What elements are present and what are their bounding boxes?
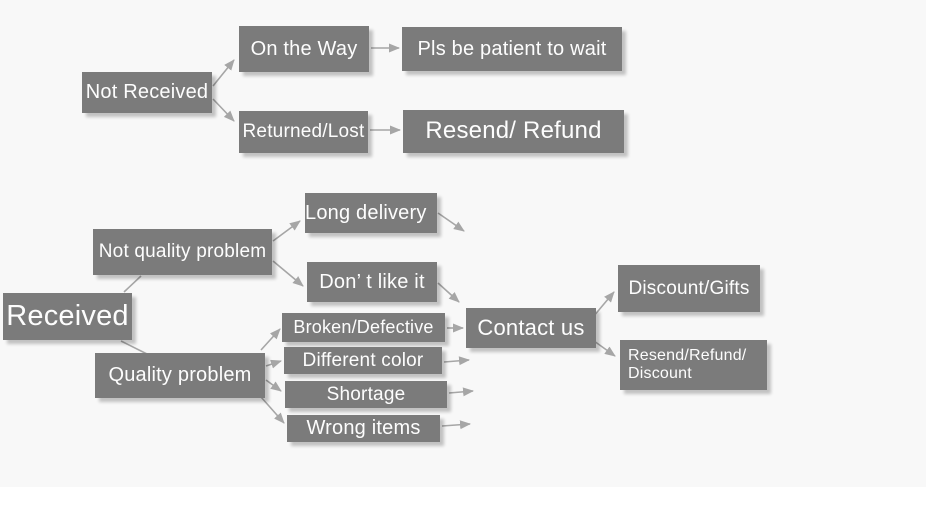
node-different-color: Different color — [284, 347, 442, 374]
node-quality-problem: Quality problem — [95, 353, 265, 398]
node-resend-refund: Resend/ Refund — [403, 110, 624, 153]
node-contact-us: Contact us — [466, 308, 596, 348]
node-label: Not Received — [85, 81, 209, 104]
node-label: Quality problem — [108, 364, 252, 387]
node-returned-lost: Returned/Lost — [239, 111, 368, 153]
node-label: Resend/ Refund — [425, 117, 602, 145]
node-resend-refund-discount: Resend/Refund/ Discount — [620, 340, 767, 390]
node-long-delivery: Long delivery — [305, 193, 437, 233]
node-not-quality-problem: Not quality problem — [93, 229, 272, 275]
node-label: On the Way — [250, 37, 358, 60]
node-label: Contact us — [477, 314, 585, 340]
node-label: Broken/Defective — [293, 317, 434, 338]
node-pls-wait: Pls be patient to wait — [402, 27, 622, 71]
node-label: Not quality problem — [98, 241, 267, 263]
node-label: Different color — [302, 349, 424, 371]
node-label: Wrong items — [306, 417, 421, 440]
node-on-the-way: On the Way — [239, 26, 369, 72]
node-label: Returned/Lost — [242, 121, 365, 143]
node-label: Shortage — [326, 383, 406, 405]
node-label: Long delivery — [305, 201, 427, 224]
node-label: Don’ t like it — [319, 270, 425, 293]
node-dont-like-it: Don’ t like it — [307, 262, 437, 302]
node-label: Pls be patient to wait — [417, 37, 607, 60]
node-label: Resend/Refund/ Discount — [628, 347, 747, 382]
node-label: Received — [6, 300, 129, 333]
node-broken-defective: Broken/Defective — [282, 313, 445, 342]
node-not-received: Not Received — [82, 72, 212, 113]
node-label: Discount/Gifts — [628, 277, 750, 299]
node-discount-gifts: Discount/Gifts — [618, 265, 760, 312]
node-wrong-items: Wrong items — [287, 415, 440, 442]
node-received: Received — [3, 293, 132, 340]
node-shortage: Shortage — [285, 381, 447, 408]
